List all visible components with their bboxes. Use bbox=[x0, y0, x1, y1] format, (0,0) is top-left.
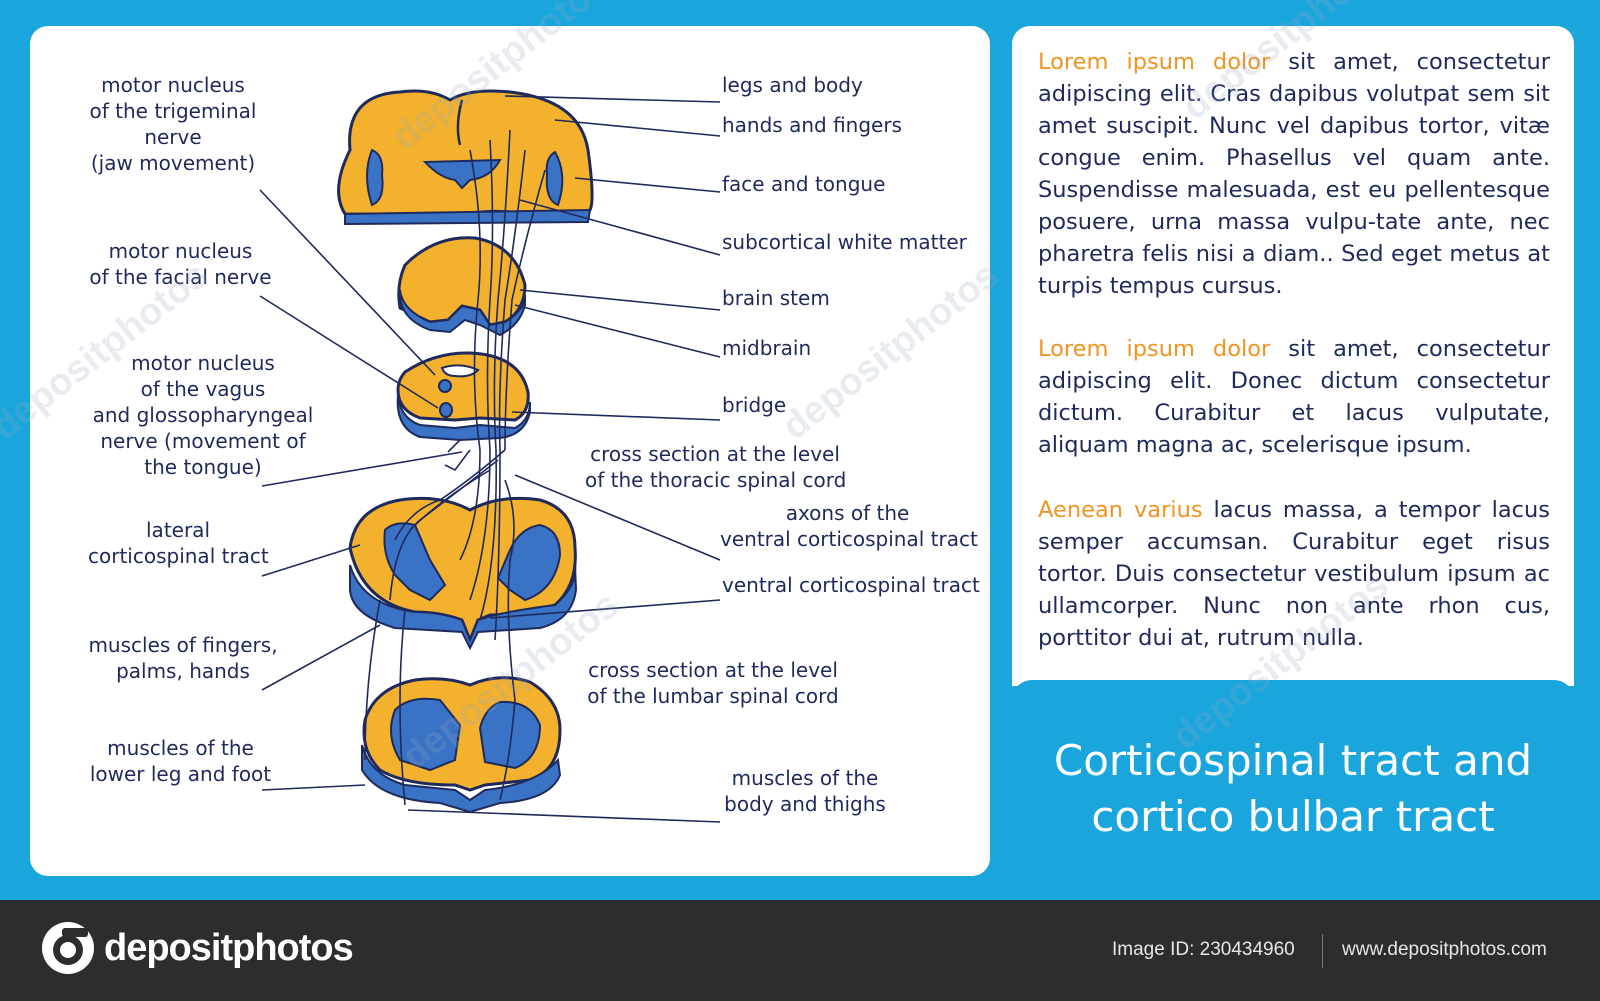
label-vagus: motor nucleus of the vagus and glossopha… bbox=[88, 350, 318, 480]
paragraph-3-highlight: Aenean varius bbox=[1038, 497, 1203, 523]
label-axons-ventral: axons of the ventral corticospinal tract bbox=[720, 500, 978, 552]
label-trigeminal: motor nucleus of the trigeminal nerve (j… bbox=[88, 72, 258, 176]
label-vagus-line4: nerve (movement of bbox=[100, 429, 306, 453]
label-subcortical: subcortical white matter bbox=[722, 230, 967, 254]
leader-lines bbox=[259, 95, 721, 823]
label-fingers-line2: palms, hands bbox=[116, 659, 250, 683]
label-lumbar-line2: of the lumbar spinal cord bbox=[587, 684, 839, 708]
paragraph-1: Lorem ipsum dolor sit amet, consectetur … bbox=[1038, 46, 1550, 302]
brain-section bbox=[337, 89, 594, 226]
label-lateral-line1: lateral bbox=[146, 518, 210, 542]
label-lower-leg-line1: muscles of the bbox=[107, 736, 254, 760]
label-bridge: bridge bbox=[722, 393, 787, 417]
depositphotos-logo-icon bbox=[42, 922, 94, 974]
footer-brand: depositphotos bbox=[104, 927, 354, 969]
corticospinal-diagram bbox=[259, 89, 721, 823]
bridge-section bbox=[396, 351, 531, 442]
fiber-bundle bbox=[364, 129, 546, 806]
footer-image-id: Image ID: 230434960 bbox=[1112, 939, 1295, 960]
label-vagus-line1: motor nucleus bbox=[131, 351, 275, 375]
label-thoracic: cross section at the level of the thorac… bbox=[585, 441, 847, 493]
label-vagus-line3: and glossopharyngeal bbox=[92, 403, 314, 427]
footer-divider bbox=[1322, 934, 1323, 968]
page-title-line1: Corticospinal tract and bbox=[1053, 736, 1533, 785]
label-thoracic-line2: of the thoracic spinal cord bbox=[585, 468, 847, 492]
label-lower-leg: muscles of the lower leg and foot bbox=[88, 735, 273, 787]
lumbar-section bbox=[361, 676, 562, 814]
label-ventral: ventral corticospinal tract bbox=[722, 573, 980, 597]
label-lower-leg-line2: lower leg and foot bbox=[89, 762, 272, 786]
label-axons-ventral-line1: axons of the bbox=[785, 501, 910, 525]
label-trigeminal-line3: nerve bbox=[144, 125, 202, 149]
label-legs-body: legs and body bbox=[722, 73, 863, 97]
label-body-thighs: muscles of the body and thighs bbox=[720, 765, 890, 817]
label-face-tongue: face and tongue bbox=[722, 172, 886, 196]
label-body-thighs-line2: body and thighs bbox=[724, 792, 886, 816]
label-vagus-line2: of the vagus bbox=[140, 377, 266, 401]
label-lumbar-line1: cross section at the level bbox=[588, 658, 838, 682]
label-axons-ventral-line2: ventral corticospinal tract bbox=[720, 527, 978, 551]
thoracic-section bbox=[348, 496, 578, 651]
label-facial-line1: motor nucleus bbox=[108, 239, 253, 263]
paragraph-1-highlight: Lorem ipsum dolor bbox=[1038, 49, 1271, 75]
label-midbrain: midbrain bbox=[722, 336, 812, 360]
page-title-line2: cortico bulbar tract bbox=[1091, 792, 1495, 841]
midbrain-section bbox=[397, 236, 527, 337]
label-facial-line2: of the facial nerve bbox=[89, 265, 272, 289]
footer-site-link[interactable]: www.depositphotos.com bbox=[1342, 939, 1547, 960]
paragraph-3: Aenean varius lacus massa, a tempor lacu… bbox=[1038, 494, 1550, 654]
label-fingers-line1: muscles of fingers, bbox=[88, 633, 278, 657]
label-brain-stem: brain stem bbox=[722, 286, 830, 310]
paragraph-3-text: lacus massa, a tempor lacus semper accum… bbox=[1038, 497, 1550, 651]
label-trigeminal-line2: of the trigeminal bbox=[89, 99, 257, 123]
paragraph-2-text: sit amet, consectetur adipiscing elit. D… bbox=[1038, 336, 1550, 458]
label-lateral: lateral corticospinal tract bbox=[88, 517, 269, 569]
text-panel bbox=[1012, 26, 1574, 686]
label-trigeminal-line1: motor nucleus bbox=[101, 73, 245, 97]
label-body-thighs-line1: muscles of the bbox=[731, 766, 879, 790]
paragraph-2-highlight: Lorem ipsum dolor bbox=[1038, 336, 1271, 362]
label-fingers: muscles of fingers, palms, hands bbox=[88, 632, 278, 684]
label-lumbar: cross section at the level of the lumbar… bbox=[583, 657, 843, 709]
page-title: Corticospinal tract and cortico bulbar t… bbox=[1012, 733, 1574, 845]
label-trigeminal-line4: (jaw movement) bbox=[90, 151, 256, 175]
label-hands-fingers: hands and fingers bbox=[722, 113, 902, 137]
label-facial: motor nucleus of the facial nerve bbox=[88, 238, 273, 290]
label-vagus-line5: the tongue) bbox=[144, 455, 262, 479]
title-panel-top bbox=[1012, 680, 1574, 710]
footer-bar bbox=[0, 900, 1600, 1001]
label-lateral-line2: corticospinal tract bbox=[88, 544, 269, 568]
paragraph-1-text: sit amet, consectetur adipiscing elit. C… bbox=[1038, 49, 1550, 299]
label-thoracic-line1: cross section at the level bbox=[590, 442, 840, 466]
paragraph-2: Lorem ipsum dolor sit amet, consectetur … bbox=[1038, 333, 1550, 461]
